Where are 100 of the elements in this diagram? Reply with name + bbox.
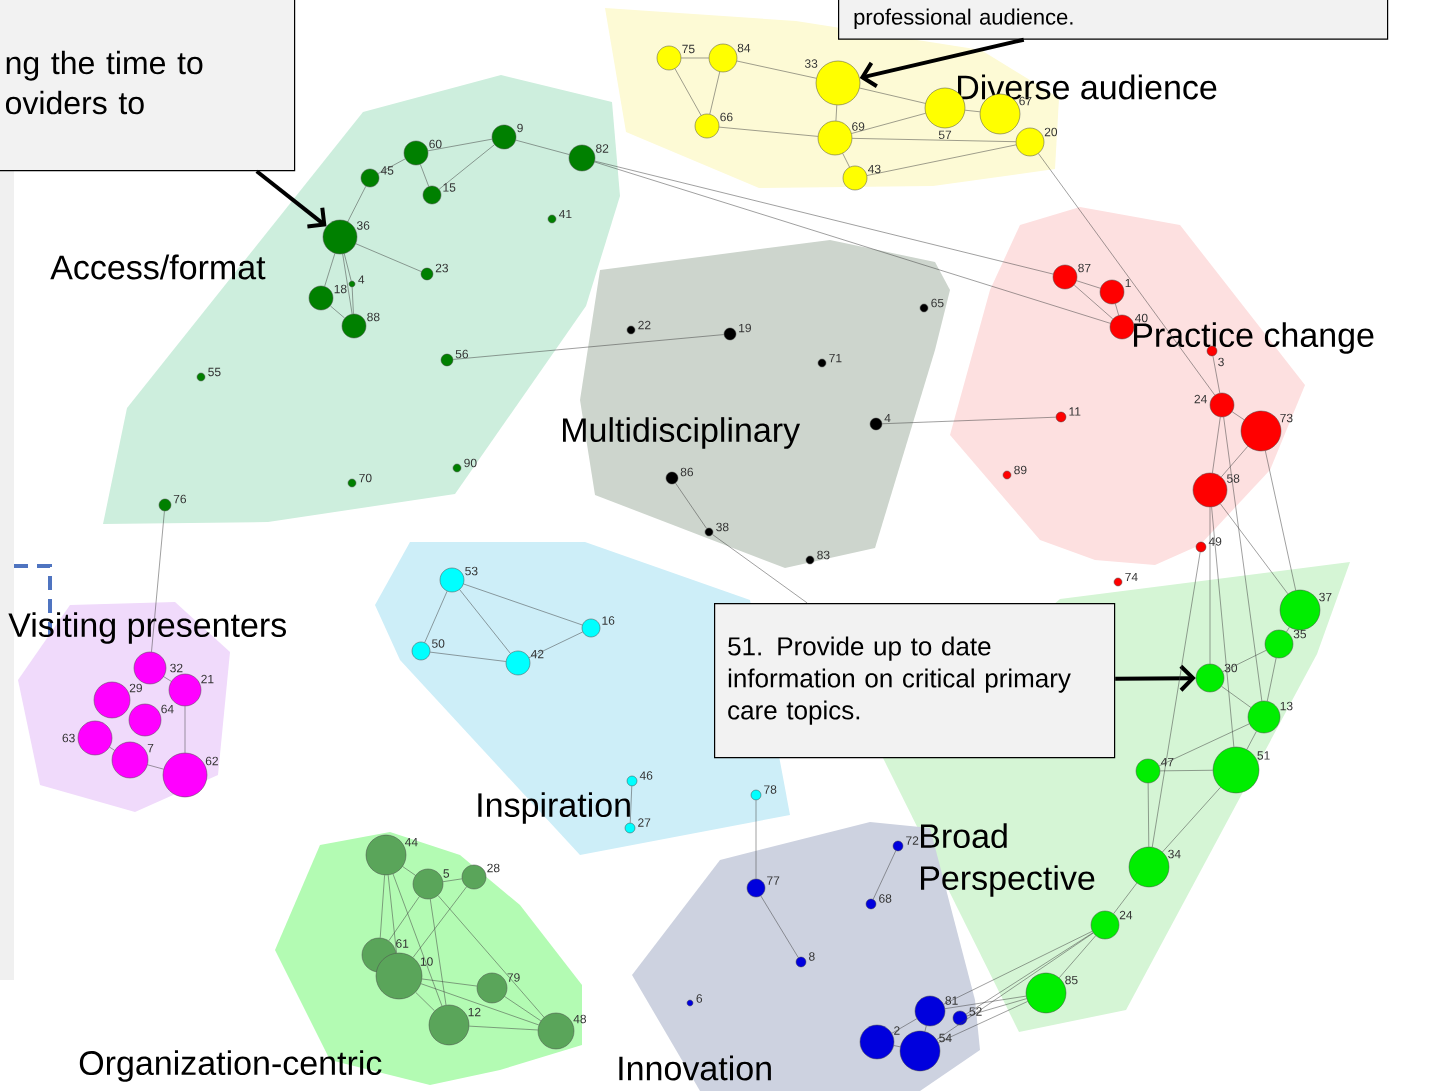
connector-line [420, 164, 429, 187]
connector-line [184, 706, 186, 753]
node-number: 15 [443, 183, 456, 192]
connector-line [866, 144, 1017, 176]
connector-line [1221, 686, 1252, 708]
connector-line [412, 886, 467, 958]
connector-line [944, 995, 1027, 1009]
connector-line [324, 253, 336, 287]
connector-line [347, 186, 367, 222]
node-number: 11 [1069, 407, 1081, 416]
node-number: 4 [884, 413, 891, 423]
connector-line [1038, 153, 1216, 396]
connector-line [1223, 416, 1263, 702]
connector-line [674, 68, 702, 116]
node-number: 55 [208, 367, 221, 377]
arrow [1115, 664, 1196, 692]
connector-line [594, 161, 1111, 324]
cluster-label: Access/format [50, 254, 266, 280]
connector-line [330, 305, 345, 319]
connector-line [1073, 284, 1114, 320]
node-number: 33 [804, 59, 818, 68]
connector-line [342, 253, 353, 315]
connector-line [387, 874, 397, 954]
connector-line [421, 978, 478, 987]
connector-line [420, 983, 540, 1026]
node-number: 79 [507, 973, 520, 982]
node-number: 1 [1125, 278, 1131, 288]
node-number: 46 [639, 771, 653, 780]
node-number: 29 [129, 683, 142, 693]
connector-line [965, 932, 1094, 1015]
connector-line [424, 590, 448, 643]
node-number: 77 [767, 876, 780, 885]
node-number: 47 [1161, 757, 1174, 767]
cluster-label: Visiting presenters [8, 612, 286, 644]
node-number: 16 [602, 616, 615, 625]
connector-line [163, 676, 172, 682]
node-number: 90 [464, 458, 477, 468]
node-number: 45 [380, 166, 394, 175]
node-number: 75 [682, 44, 695, 54]
node-number: 48 [573, 1014, 587, 1024]
connector-line [1222, 650, 1267, 672]
connector-line [936, 932, 1094, 1040]
connector-line [718, 126, 819, 137]
node-number: 73 [1280, 413, 1293, 423]
node-number: 30 [1224, 663, 1238, 673]
connector-line [1246, 731, 1257, 750]
connector-line [1211, 506, 1235, 748]
callout-box: professional audience. [838, 0, 1389, 40]
node-number: 70 [359, 473, 372, 483]
connector-line [515, 139, 570, 155]
connector-line [1115, 303, 1119, 316]
node-number: 87 [1078, 263, 1091, 273]
connector-line [504, 996, 542, 1022]
cluster-label: Innovation [619, 1055, 771, 1081]
node-number: 68 [879, 894, 892, 903]
node-number: 38 [716, 522, 729, 532]
node-number: 56 [455, 349, 469, 359]
connector-line [147, 764, 164, 770]
connector-line [453, 334, 725, 360]
connector-line [891, 1018, 918, 1034]
node-number: 42 [531, 649, 544, 659]
connector-line [528, 631, 583, 658]
connector-line [755, 800, 757, 879]
connector-line [415, 992, 435, 1012]
connector-line [1152, 551, 1201, 848]
connector-line [463, 583, 583, 626]
connector-line [681, 57, 709, 59]
connector-line [852, 138, 1016, 142]
connector-line [842, 153, 850, 168]
connector-line [427, 138, 493, 152]
node-number: 2 [894, 1026, 900, 1035]
node-number: 24 [1194, 394, 1207, 404]
node-number: 62 [205, 756, 218, 766]
connector-line [712, 534, 808, 604]
node-number: 4 [358, 275, 365, 284]
node-number: 20 [1044, 127, 1058, 137]
node-number: 36 [356, 221, 370, 230]
connector-line [872, 850, 897, 900]
connector-line [964, 109, 981, 113]
connector-line [966, 998, 1027, 1017]
node-number: 6 [696, 994, 703, 1003]
connector-line [736, 60, 817, 79]
connector-line [459, 589, 511, 654]
node-number: 78 [764, 785, 777, 794]
connector-line [882, 416, 1056, 424]
node-number: 12 [468, 1007, 481, 1017]
node-number: 58 [1227, 474, 1240, 483]
node-number: 76 [173, 494, 187, 504]
connector-line [430, 898, 447, 1006]
connector-line [938, 1001, 1028, 1043]
cluster-label: Inspiration [478, 792, 630, 824]
node-number: 53 [465, 566, 478, 576]
node-number: 43 [868, 164, 881, 174]
node-number: 64 [161, 704, 174, 714]
connector-line [1212, 416, 1221, 474]
connector-line [851, 113, 926, 134]
node-number: 71 [829, 353, 842, 363]
connector-line [468, 1025, 539, 1031]
node-number: 52 [969, 1007, 982, 1016]
connector-line [1059, 935, 1096, 978]
